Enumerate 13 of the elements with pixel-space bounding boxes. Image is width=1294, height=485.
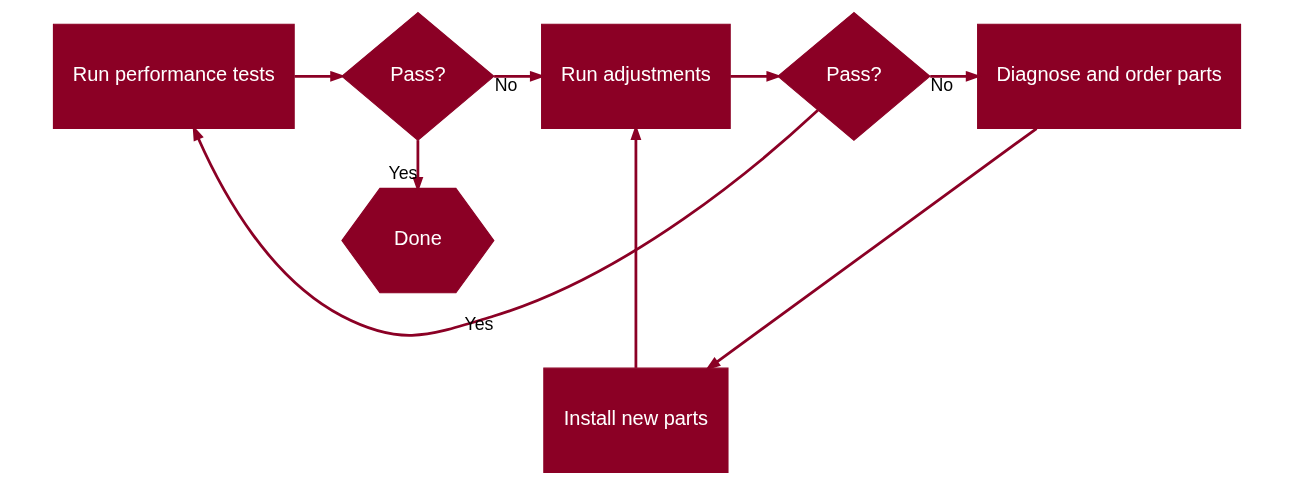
- node-diamond: Pass?: [777, 11, 931, 141]
- arrow: [705, 127, 1038, 371]
- edge-label: No: [930, 74, 954, 95]
- arrow: [730, 70, 782, 82]
- node-diamond: Pass?: [341, 11, 495, 141]
- edge-label: No: [494, 74, 518, 95]
- node-box: Install new parts: [543, 367, 729, 473]
- node-box: Diagnose and order parts: [977, 23, 1242, 130]
- arrow: [294, 70, 346, 82]
- node-box: Run adjustments: [541, 23, 731, 130]
- edge-label: Yes: [388, 162, 418, 183]
- arrow: [192, 109, 819, 337]
- node-box: Run performance tests: [52, 23, 295, 130]
